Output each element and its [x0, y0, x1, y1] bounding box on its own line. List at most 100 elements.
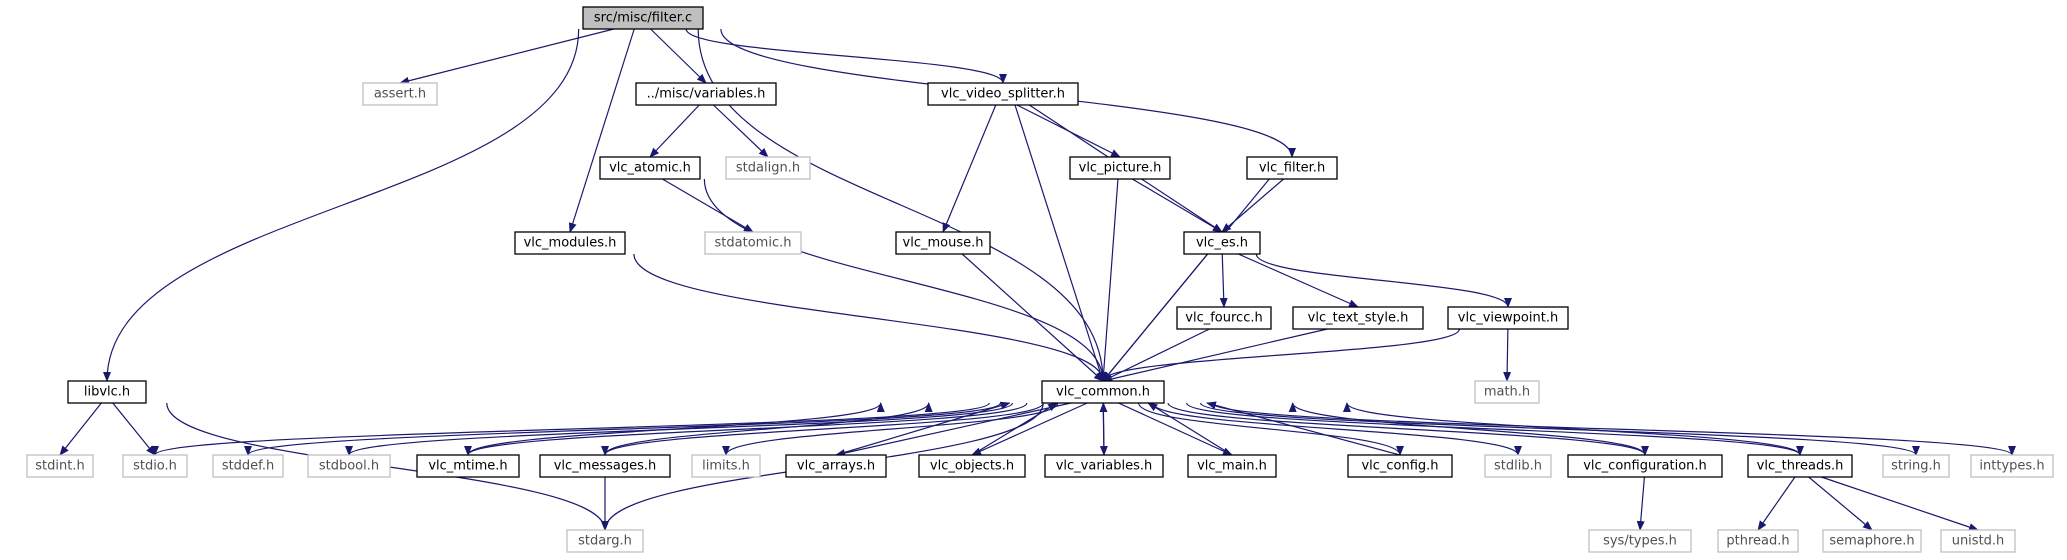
node-label: sys/types.h: [1603, 534, 1677, 549]
edge-vlc-threads-to-vlc-common: [1343, 402, 1801, 456]
node-label: stdlib.h: [1494, 459, 1542, 474]
node-label: vlc_text_style.h: [1308, 311, 1409, 326]
node-label: vlc_picture.h: [1079, 161, 1162, 176]
edge-vlc-common-to-stdlib: [1152, 402, 1522, 456]
node-vlc-fourcc[interactable]: vlc_fourcc.h: [1176, 306, 1272, 330]
edge-vlc-variables-to-vlc-common: [1099, 402, 1108, 456]
node-label: unistd.h: [1952, 534, 2005, 549]
node-label: vlc_arrays.h: [797, 459, 875, 474]
node-box: [599, 156, 701, 180]
node-box: [1041, 380, 1165, 404]
node-stddef: stddef.h: [212, 454, 284, 478]
edge-vlc-objects-to-vlc-common: [971, 402, 1059, 456]
node-vlc-config[interactable]: vlc_config.h: [1347, 454, 1453, 478]
node-label: string.h: [1891, 459, 1941, 474]
node-box: [122, 454, 188, 478]
node-vlc-viewpoint[interactable]: vlc_viewpoint.h: [1447, 306, 1569, 330]
node-box: [1044, 454, 1164, 478]
node-misc-variables[interactable]: ../misc/variables.h: [635, 82, 777, 106]
node-vlc-modules[interactable]: vlc_modules.h: [514, 231, 626, 255]
node-vlc-filter[interactable]: vlc_filter.h: [1246, 156, 1338, 180]
node-vlc-threads[interactable]: vlc_threads.h: [1747, 454, 1853, 478]
node-box: [927, 82, 1079, 106]
edge-misc-variables-to-stdalign: [713, 104, 769, 158]
node-box: [1187, 454, 1277, 478]
node-vlc-picture[interactable]: vlc_picture.h: [1069, 156, 1171, 180]
edge-vlc-es-to-vlc-fourcc: [1219, 253, 1228, 308]
edge-root-to-vlc-modules: [568, 28, 635, 233]
node-box: [1347, 454, 1453, 478]
node-unistd: unistd.h: [1940, 529, 2016, 553]
node-vlc-es[interactable]: vlc_es.h: [1183, 231, 1261, 255]
edge-vlc-es-to-vlc-viewpoint: [1255, 253, 1512, 308]
node-vlc-atomic[interactable]: vlc_atomic.h: [599, 156, 701, 180]
edge-layer: [59, 28, 2016, 531]
node-vlc-variables[interactable]: vlc_variables.h: [1044, 454, 1164, 478]
node-string: string.h: [1882, 454, 1950, 478]
node-box: [1183, 231, 1261, 255]
node-stdalign: stdalign.h: [725, 156, 811, 180]
node-box: [704, 231, 802, 255]
edge-vlc-common-to-vlc-messages: [601, 402, 1044, 456]
node-box: [1176, 306, 1272, 330]
node-vlc-main[interactable]: vlc_main.h: [1187, 454, 1277, 478]
node-box: [895, 231, 991, 255]
node-label: vlc_main.h: [1197, 459, 1267, 474]
edge-video-splitter-to-vlc-mouse: [942, 104, 997, 233]
node-label: vlc_modules.h: [524, 236, 617, 251]
node-box: [212, 454, 284, 478]
node-box: [566, 529, 644, 553]
node-assert: assert.h: [362, 82, 438, 106]
node-box: [1717, 529, 1799, 553]
node-vlc-arrays[interactable]: vlc_arrays.h: [785, 454, 887, 478]
edge-vlc-main-to-vlc-common: [1147, 402, 1233, 456]
node-pthread: pthread.h: [1717, 529, 1799, 553]
node-label: stddef.h: [222, 459, 274, 474]
edge-vlc-viewpoint-to-vlc-common: [1099, 328, 1460, 382]
node-box: [1882, 454, 1950, 478]
edge-libvlc-to-stdint: [59, 402, 102, 456]
node-vlc-mtime[interactable]: vlc_mtime.h: [416, 454, 520, 478]
node-label: stdio.h: [133, 459, 177, 474]
edge-vlc-picture-to-vlc-common: [1099, 178, 1119, 382]
node-math: math.h: [1474, 380, 1540, 404]
node-label: src/misc/filter.c: [594, 11, 692, 26]
node-box: [1822, 529, 1922, 553]
edge-vlc-filter-to-vlc-es: [1221, 178, 1284, 233]
edge-vlc-common-to-vlc-objects: [971, 402, 1088, 456]
node-libvlc[interactable]: libvlc.h: [67, 380, 147, 404]
edge-vlc-threads-to-semaphore: [1808, 476, 1873, 531]
edge-vlc-common-to-stddef: [244, 402, 1001, 456]
node-vlc-text-style[interactable]: vlc_text_style.h: [1292, 306, 1424, 330]
node-label: vlc_threads.h: [1757, 459, 1844, 474]
node-box: [725, 156, 811, 180]
node-box: [691, 454, 761, 478]
node-vlc-configuration[interactable]: vlc_configuration.h: [1567, 454, 1723, 478]
edge-vlc-arrays-to-vlc-common: [835, 401, 1011, 456]
node-inttypes: inttypes.h: [1970, 454, 2054, 478]
node-label: vlc_filter.h: [1259, 161, 1325, 176]
node-vlc-messages[interactable]: vlc_messages.h: [539, 454, 671, 478]
node-limits: limits.h: [691, 454, 761, 478]
edge-vlc-atomic-to-vlc-common: [703, 178, 1107, 382]
node-vlc-mouse[interactable]: vlc_mouse.h: [895, 231, 991, 255]
node-label: stdalign.h: [736, 161, 800, 176]
edge-vlc-configuration-to-vlc-common: [1288, 402, 1646, 456]
edge-vlc-common-to-vlc-configuration: [1167, 402, 1649, 456]
edge-vlc-config-to-vlc-common: [1205, 401, 1401, 456]
node-box: [539, 454, 671, 478]
node-box: [1447, 306, 1569, 330]
edge-vlc-atomic-to-stdatomic: [662, 178, 754, 233]
edge-vlc-common-to-vlc-arrays: [835, 402, 1072, 457]
node-stdbool: stdbool.h: [307, 454, 391, 478]
node-label: stdatomic.h: [715, 236, 792, 251]
node-label: vlc_atomic.h: [609, 161, 691, 176]
edge-video-splitter-to-vlc-common: [1014, 104, 1105, 382]
node-video-splitter[interactable]: vlc_video_splitter.h: [927, 82, 1079, 106]
edge-vlc-mtime-to-vlc-common: [467, 402, 885, 456]
node-vlc-common[interactable]: vlc_common.h: [1041, 380, 1165, 404]
node-vlc-objects[interactable]: vlc_objects.h: [918, 454, 1026, 478]
node-stdarg: stdarg.h: [566, 529, 644, 553]
node-root[interactable]: src/misc/filter.c: [582, 6, 704, 30]
